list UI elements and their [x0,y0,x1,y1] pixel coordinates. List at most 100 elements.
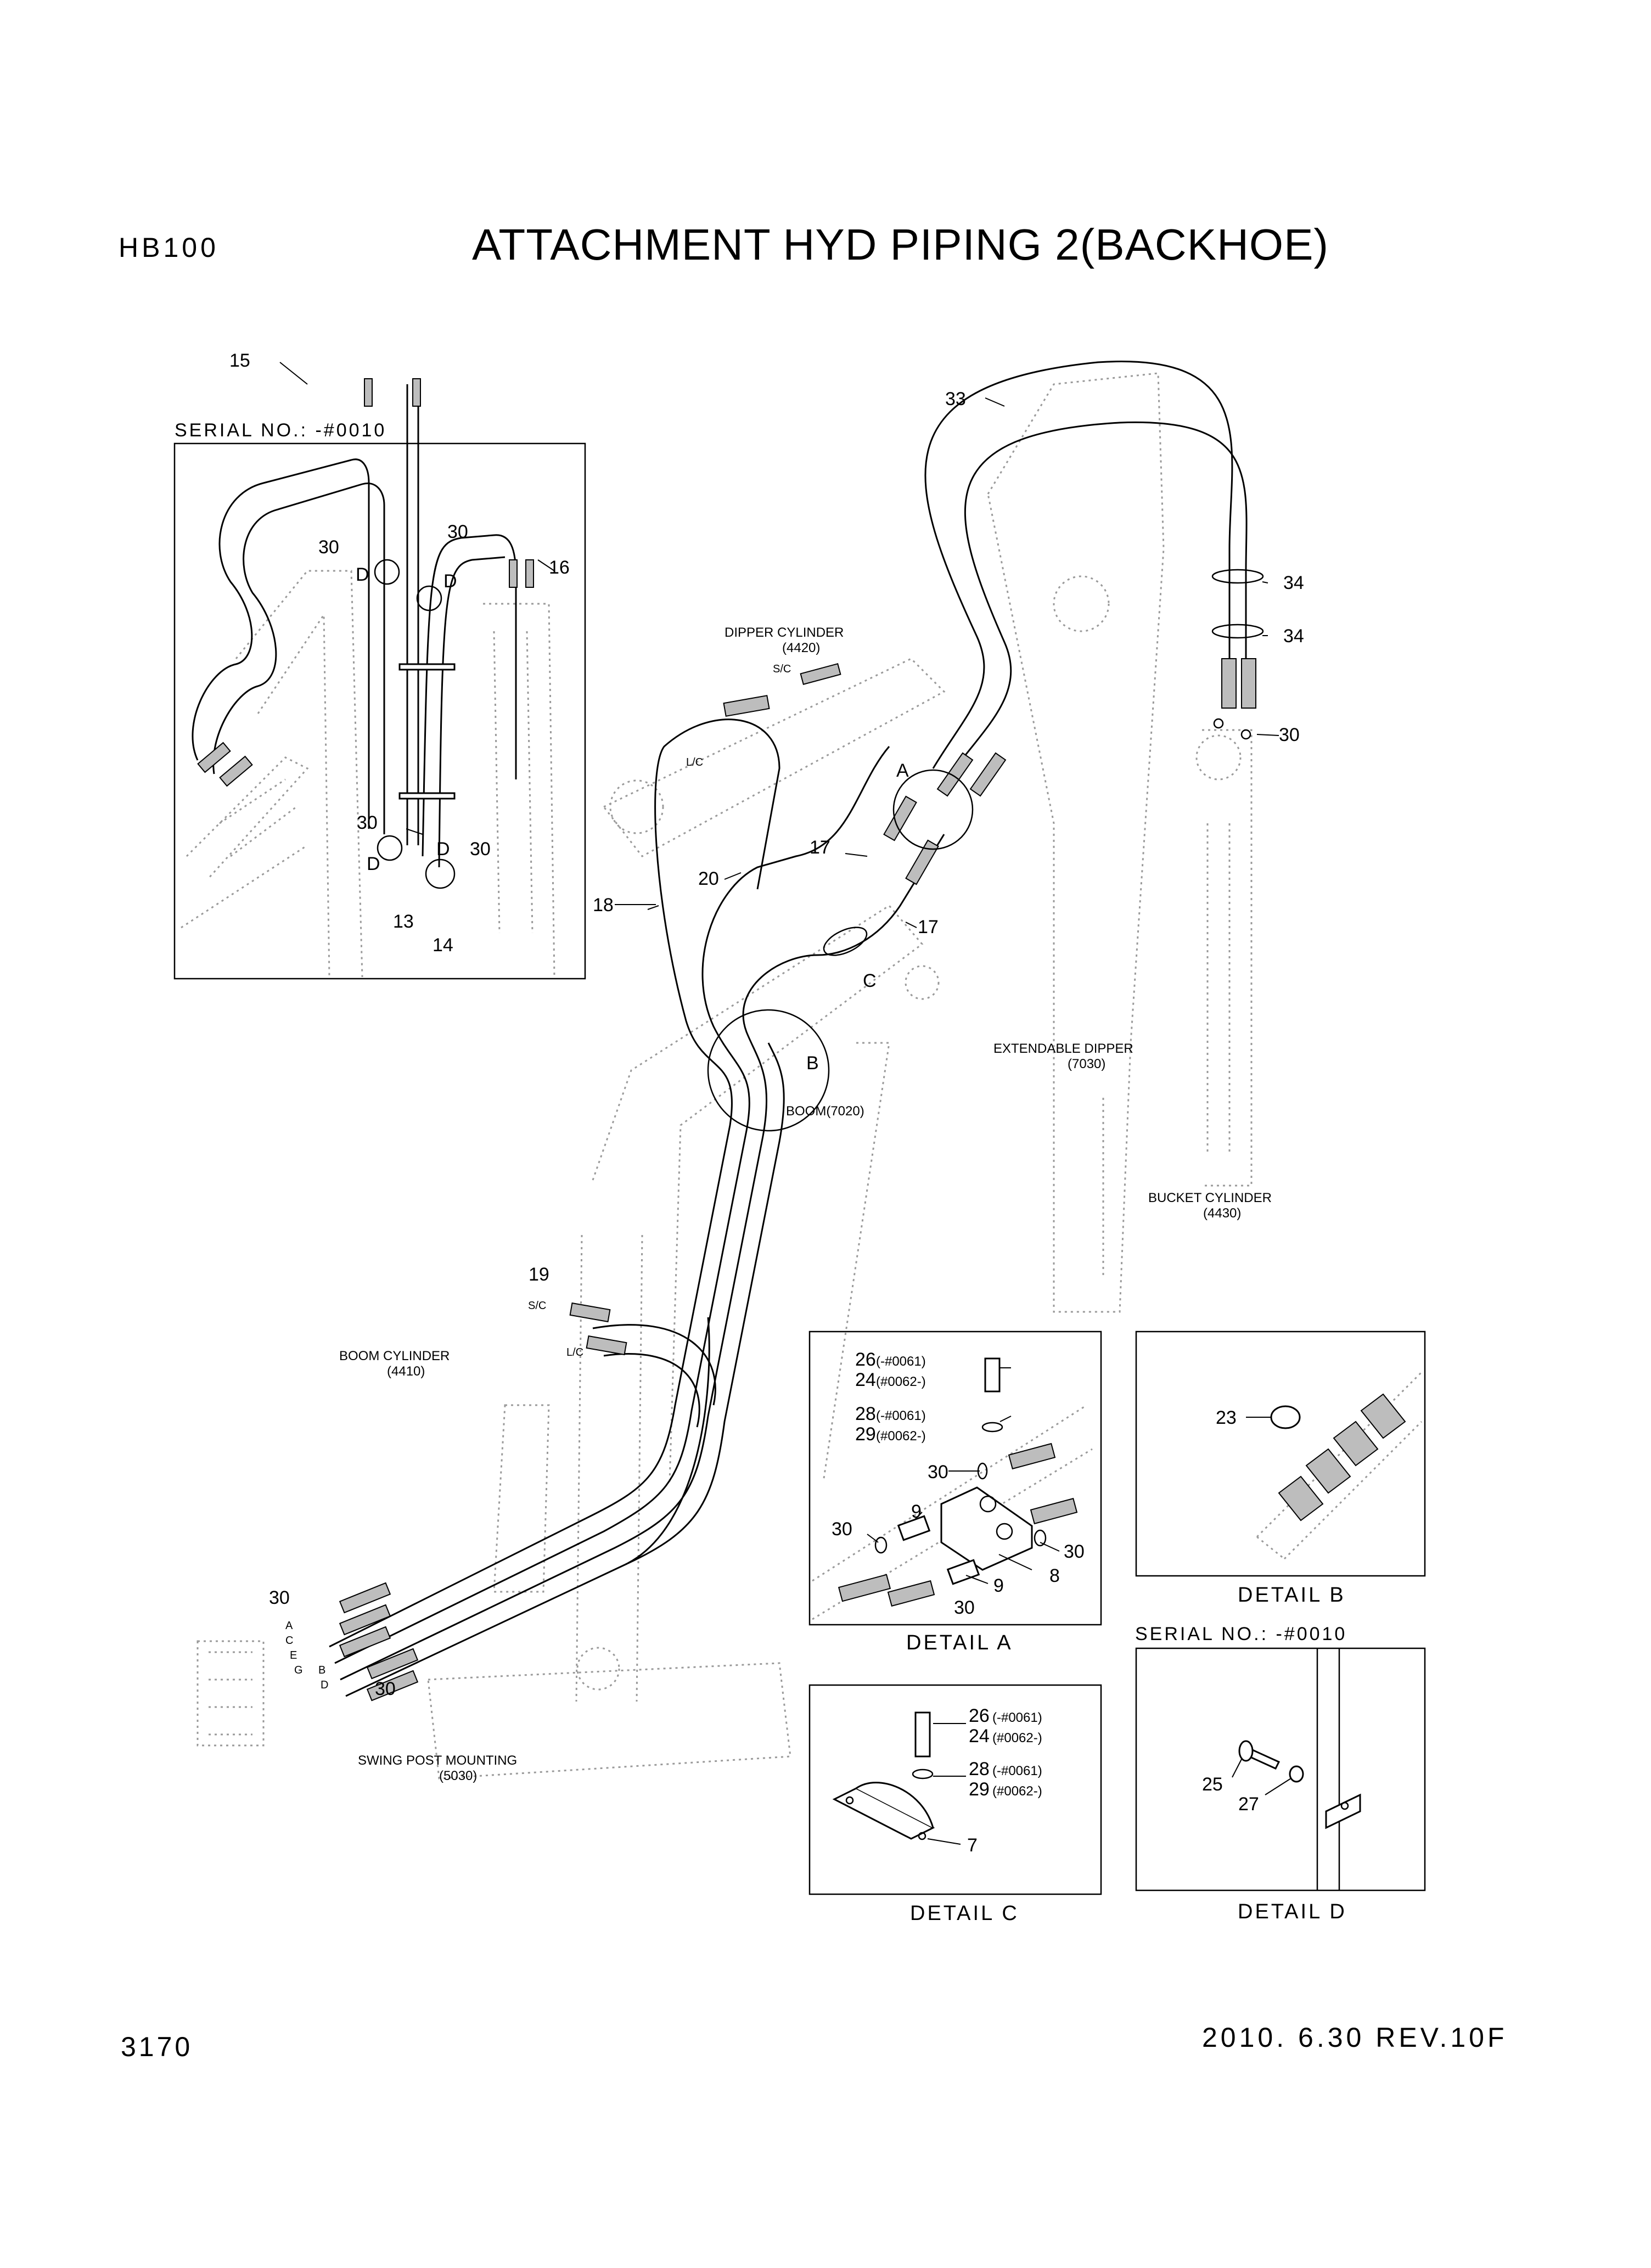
inset-callout-d3: D [367,854,380,874]
detail-a-callout-30b: 30 [832,1519,852,1540]
detail-c-caption: DETAIL C [910,1902,1019,1925]
label-swing-post: SWING POST MOUNTING [358,1753,517,1768]
callout-17a: 17 [810,837,830,858]
detail-a-callout-30d: 30 [954,1597,975,1618]
marker-e: E [290,1649,297,1661]
callout-20: 20 [698,868,719,889]
detail-c-callout-24-serial: (#0062-) [992,1731,1042,1745]
detail-c-callout-24: 24 [969,1726,990,1747]
inset-frame [173,442,586,980]
marker-b: B [318,1664,325,1676]
detail-b-frame [1135,1331,1426,1577]
detail-c-callout-26-serial: (-#0061) [992,1710,1042,1725]
label-boom-cylinder-no: (4410) [387,1364,425,1379]
callout-34a: 34 [1283,572,1304,593]
callout-34b: 34 [1283,626,1304,647]
detail-a-callout-29-serial: (#0062-) [876,1429,926,1444]
callout-30b: 30 [269,1587,290,1608]
label-swing-post-no: (5030) [439,1769,477,1783]
label-dipper-cylinder: DIPPER CYLINDER [725,625,844,640]
callout-19: 19 [529,1264,549,1285]
port-lc-dipper: L/C [686,756,703,768]
label-extendable-dipper: EXTENDABLE DIPPER [993,1041,1133,1056]
detail-a-caption: DETAIL A [906,1631,1013,1654]
port-sc-boom: S/C [528,1300,546,1312]
washer-27 [1289,1765,1304,1783]
callout-30c: 30 [375,1678,396,1699]
detail-d-caption: DETAIL D [1238,1900,1347,1923]
detail-a-callout-30a: 30 [928,1462,948,1483]
detail-b-view: 23 DETAIL B [1135,1331,1426,1607]
detail-marker-b [707,1009,830,1132]
bolt-26-c [914,1711,931,1758]
label-bucket-cylinder-no: (4430) [1203,1206,1241,1221]
detail-a-callout-9b: 9 [993,1575,1004,1596]
port-lc-boom: L/C [566,1346,583,1358]
plate [1325,1793,1361,1829]
inset-serial-label: SERIAL NO.: -#0010 [175,420,386,441]
inset-callout-d4: D [436,839,450,860]
detail-marker-a [892,769,974,850]
detail-d-frame [1135,1647,1426,1891]
callout-detail-c: C [863,970,877,991]
model-code: HB100 [119,232,219,263]
callout-33: 33 [945,389,966,409]
callout-30a: 30 [1279,725,1300,745]
inset-callout-30b: 30 [447,521,468,542]
marker-g: G [294,1664,303,1676]
callout-detail-a: A [896,760,909,781]
inset-callout-d1: D [356,564,369,585]
detail-c-callout-26: 26 [969,1705,990,1726]
detail-a-frame [808,1331,1102,1626]
block-8 [940,1486,1033,1571]
inset-callout-30a: 30 [318,537,339,558]
detail-marker-c [823,927,868,956]
detail-a-callout-26-serial: (-#0061) [876,1354,926,1369]
detail-a-callout-24-serial: (#0062-) [876,1374,926,1389]
seal-23 [1270,1405,1301,1429]
detail-a-callout-24: 24 [855,1369,876,1390]
label-extendable-dipper-no: (7030) [1068,1057,1105,1071]
marker-c: C [285,1635,293,1647]
detail-c-frame [808,1684,1102,1895]
detail-d-serial-label: SERIAL NO.: -#0010 [1135,1624,1347,1644]
detail-a-view: 26 (-#0061) 24 (#0062-) 28 (-#0061) 29 (… [808,1331,1102,1654]
label-bucket-cylinder: BUCKET CYLINDER [1148,1191,1272,1205]
marker-d: D [321,1679,328,1691]
detail-a-callout-28-serial: (-#0061) [876,1408,926,1423]
detail-a-callout-9a: 9 [911,1501,922,1522]
port-sc-dipper: S/C [773,663,791,675]
detail-b-caption: DETAIL B [1238,1584,1346,1607]
detail-c-callout-28-serial: (-#0061) [992,1764,1042,1778]
inset-callout-d2: D [443,571,457,592]
date-revision: 2010. 6.30 REV.10F [1202,2022,1508,2053]
callout-17b: 17 [918,917,939,937]
label-dipper-cylinder-no: (4420) [782,641,820,655]
detail-c-callout-29-serial: (#0062-) [992,1784,1042,1799]
detail-a-callout-28: 28 [855,1404,876,1424]
inset-callout-30c: 30 [357,812,378,833]
callout-detail-b: B [806,1053,819,1074]
detail-a-callout-29: 29 [855,1424,876,1445]
page-title: ATTACHMENT HYD PIPING 2(BACKHOE) [472,220,1329,269]
marker-a: A [285,1620,293,1632]
detail-b-callout-23: 23 [1216,1407,1237,1428]
detail-d-callout-27: 27 [1238,1794,1259,1815]
inset-callout-30d: 30 [470,839,491,860]
inset-serial-view: SERIAL NO.: -#0010 15 30 30 [173,350,586,980]
detail-d-view: SERIAL NO.: -#0010 25 27 DETAIL D [1135,1624,1426,1923]
detail-a-callout-8: 8 [1049,1565,1060,1586]
inset-callout-13: 13 [393,911,414,932]
bolt-26 [984,1357,1001,1393]
detail-d-callout-25: 25 [1202,1774,1223,1795]
detail-c-callout-28: 28 [969,1759,990,1779]
inset-callout-16: 16 [549,557,570,578]
detail-c-view: 26 (-#0061) 24 (#0062-) 28 (-#0061) 29 (… [808,1684,1102,1925]
inset-callout-14: 14 [433,935,453,956]
detail-a-callout-30c: 30 [1064,1541,1085,1562]
detail-c-callout-7: 7 [967,1835,978,1856]
inset-callout-15: 15 [229,350,250,371]
detail-c-callout-29: 29 [969,1779,990,1800]
label-boom-cylinder: BOOM CYLINDER [339,1349,450,1363]
